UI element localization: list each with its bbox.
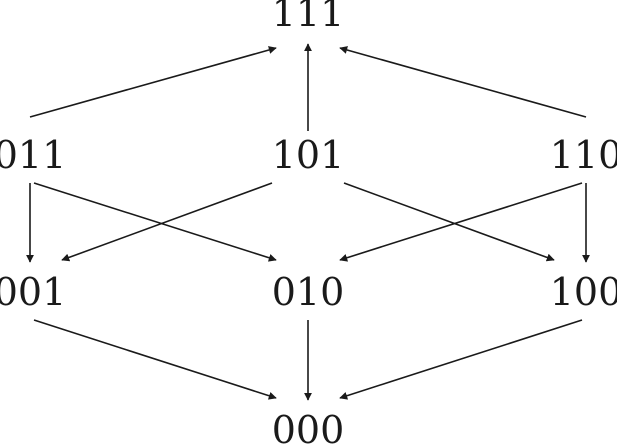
node-101: 101 <box>272 133 345 177</box>
edge-110-010 <box>339 182 583 262</box>
edge-001-000 <box>33 319 277 400</box>
edge-101-001 <box>61 182 273 262</box>
node-010: 010 <box>272 270 345 314</box>
node-111: 111 <box>272 0 345 35</box>
node-000: 000 <box>272 408 345 445</box>
edge-100-000 <box>339 319 583 400</box>
node-011: 011 <box>0 133 66 177</box>
edge-011-111 <box>29 46 277 118</box>
edge-101-100 <box>343 182 555 262</box>
node-100: 100 <box>550 270 617 314</box>
edge-110-111 <box>339 46 587 118</box>
node-110: 110 <box>550 133 617 177</box>
edges-group <box>26 43 590 401</box>
edge-011-010 <box>33 182 277 262</box>
node-001: 001 <box>0 270 66 314</box>
